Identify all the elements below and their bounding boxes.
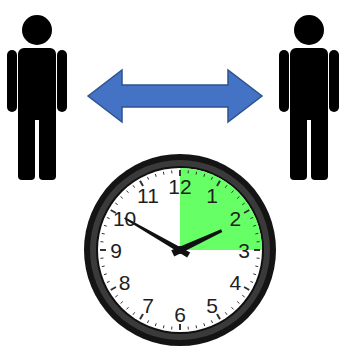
person-arm [57,50,67,112]
time-sector [180,166,264,250]
tick-mark [237,196,239,198]
tick-mark [155,323,157,326]
clock-rim [84,154,276,346]
tick-mark [155,174,157,177]
clock-numeral: 2 [230,208,242,229]
clock-numeral: 9 [110,240,122,261]
tick-mark [126,307,128,309]
tick-mark [104,273,107,275]
person-torso [18,48,56,120]
clock-numeral: 4 [230,272,242,293]
tick-mark [196,172,198,175]
tick-mark [203,174,205,177]
tick-mark [254,249,260,251]
person-head [294,15,324,45]
clock-numeral: 3 [238,240,250,261]
tick-mark [257,241,260,242]
person-torso [290,48,328,120]
clock-numeral: 11 [137,184,159,205]
tick-mark [171,327,172,330]
person-head [22,15,52,45]
clock-numeral: 12 [168,176,191,197]
clock-ticks [100,170,260,330]
tick-mark [100,249,106,251]
tick-mark [188,327,189,330]
tick-mark [133,312,135,314]
clock-rim-inner [90,160,270,340]
person-leg [39,110,56,180]
hour-hand [171,227,223,256]
tick-mark [100,241,103,242]
double-arrow [88,70,262,122]
tick-mark [102,266,105,268]
tick-mark [147,320,148,323]
clock [84,154,276,346]
tick-mark [203,323,205,326]
tick-mark [255,266,258,268]
tick-mark [121,196,123,198]
tick-mark [255,233,258,235]
person-figure [279,15,339,180]
person-arm [279,50,289,112]
tick-mark [163,172,165,175]
person-arm [7,50,17,112]
tick-mark [126,191,128,193]
tick-mark [232,191,234,193]
clock-numeral: 6 [174,304,186,325]
tick-mark [188,170,189,173]
tick-mark [253,273,256,275]
tick-mark [211,177,212,180]
hand-pivot [176,246,184,254]
tick-mark [115,295,117,297]
tick-mark [121,302,123,304]
clock-numeral: 10 [113,208,136,229]
tick-mark [225,185,227,187]
tick-mark [211,320,212,323]
tick-mark [242,295,244,297]
tick-mark [100,258,103,259]
tick-mark [250,281,253,282]
tick-mark [115,203,117,205]
tick-mark [171,170,172,173]
tick-mark [107,217,110,218]
tick-mark [163,325,165,328]
clock-numeral: 8 [119,272,131,293]
clock-numeral: 7 [142,295,154,316]
clock-numeral: 5 [206,295,218,316]
tick-mark [257,258,260,259]
tick-mark [244,287,249,290]
tick-mark [133,185,135,187]
tick-mark [232,307,234,309]
person-leg [290,110,307,180]
tick-mark [104,225,107,227]
person-leg [18,110,35,180]
tick-mark [111,287,116,290]
person-figure [7,15,67,180]
tick-mark [107,281,110,282]
tick-mark [242,203,244,205]
tick-mark [237,302,239,304]
person-arm [329,50,339,112]
tick-mark [147,177,148,180]
person-leg [311,110,328,180]
tick-mark [250,217,253,218]
tick-mark [179,324,181,330]
tick-mark [225,312,227,314]
clock-numeral: 1 [206,184,218,205]
clock-bezel [96,166,264,334]
tick-mark [196,325,198,328]
tick-mark [253,225,256,227]
tick-mark [102,233,105,235]
tick-mark [244,210,249,213]
